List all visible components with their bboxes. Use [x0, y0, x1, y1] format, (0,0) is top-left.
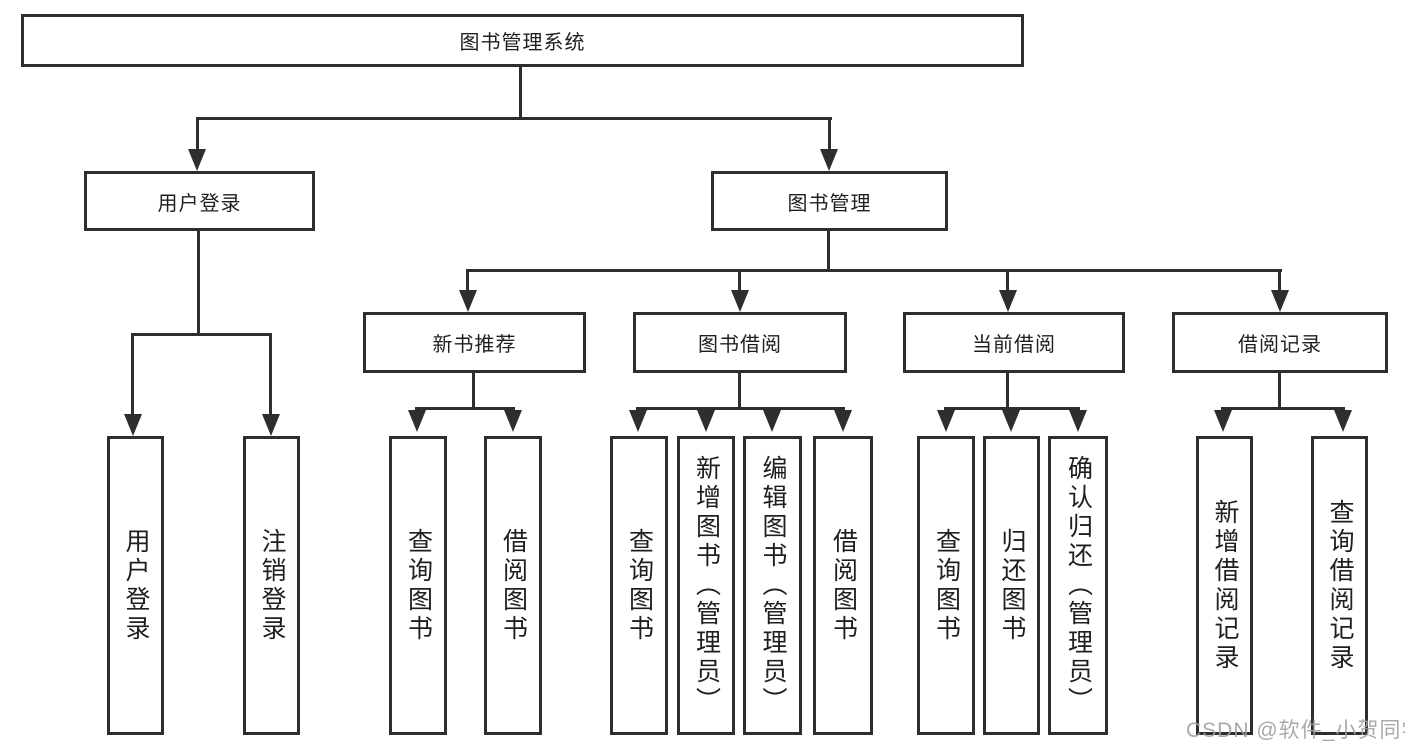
arrow-down-icon — [629, 410, 647, 432]
arrow-down-icon — [1214, 410, 1232, 432]
node-current-borrow-label: 当前借阅 — [972, 334, 1056, 356]
connector-userlogin-hline — [131, 333, 272, 336]
arrow-down-icon — [1334, 410, 1352, 432]
leaf-record-add-label: 新增借阅记录 — [1211, 498, 1239, 673]
leaf-borrow-edit-book-label: 编辑图书（管理员） — [759, 455, 787, 716]
connector-level3-hline — [466, 269, 1282, 272]
connector-recommend-hline — [415, 407, 515, 410]
leaf-record-add: 新增借阅记录 — [1196, 436, 1253, 735]
connector-recommend-arm — [466, 269, 469, 294]
node-borrow-record-label: 借阅记录 — [1238, 334, 1322, 356]
connector-current-hline — [944, 407, 1080, 410]
leaf-borrow-edit-book: 编辑图书（管理员） — [743, 436, 802, 735]
connector-borrow-vline — [738, 373, 741, 410]
arrow-down-icon — [188, 149, 206, 171]
arrow-down-icon — [1002, 410, 1020, 432]
leaf-recommend-query-book: 查询图书 — [389, 436, 447, 735]
node-user-login: 用户登录 — [84, 171, 315, 231]
connector-current-arm — [1006, 269, 1009, 294]
node-book-manage-label: 图书管理 — [787, 192, 872, 215]
arrow-down-icon — [408, 410, 426, 432]
arrow-down-icon — [459, 290, 477, 312]
arrow-down-icon — [1271, 290, 1289, 312]
connector-userlogin-arm — [196, 117, 199, 152]
connector-root-vline — [519, 67, 522, 120]
leaf-user-login-label: 用户登录 — [122, 527, 150, 644]
node-borrow-record: 借阅记录 — [1172, 312, 1388, 373]
leaf-user-login: 用户登录 — [107, 436, 164, 735]
node-new-book-recommend: 新书推荐 — [363, 312, 586, 373]
leaf-record-query: 查询借阅记录 — [1311, 436, 1368, 735]
arrow-down-icon — [1069, 410, 1087, 432]
leaf-borrow-add-book: 新增图书（管理员） — [677, 436, 735, 735]
connector-bookmanage-arm — [828, 117, 831, 152]
leaf-recommend-query-book-label: 查询图书 — [404, 527, 433, 644]
node-new-book-recommend-label: 新书推荐 — [432, 334, 517, 356]
arrow-down-icon — [504, 410, 522, 432]
leaf-logout: 注销登录 — [243, 436, 300, 735]
arrow-down-icon — [697, 410, 715, 432]
node-root: 图书管理系统 — [21, 14, 1024, 67]
leaf-borrow-borrow-book: 借阅图书 — [813, 436, 873, 735]
leaf-current-return-book: 归还图书 — [983, 436, 1040, 735]
node-root-label: 图书管理系统 — [459, 32, 586, 54]
connector-borrow-arm — [738, 269, 741, 294]
arrow-down-icon — [834, 410, 852, 432]
leaf-current-confirm-return-label: 确认归还（管理员） — [1064, 455, 1093, 716]
arrow-down-icon — [820, 149, 838, 171]
leaf-borrow-query-book-label: 查询图书 — [625, 527, 654, 644]
leaf-logout-label: 注销登录 — [258, 527, 286, 644]
leaf-record-query-label: 查询借阅记录 — [1326, 498, 1354, 673]
leaf-borrow-add-book-label: 新增图书（管理员） — [692, 455, 721, 716]
connector-level2-hline — [196, 117, 832, 120]
arrow-down-icon — [124, 414, 142, 436]
connector-current-vline — [1006, 373, 1009, 410]
connector-record-hline — [1221, 407, 1345, 410]
node-book-manage: 图书管理 — [711, 171, 948, 231]
connector-logout-arm — [269, 333, 272, 415]
arrow-down-icon — [763, 410, 781, 432]
leaf-current-return-book-label: 归还图书 — [998, 527, 1026, 644]
node-book-borrow-label: 图书借阅 — [698, 334, 782, 356]
node-user-login-label: 用户登录 — [157, 192, 242, 215]
leaf-current-query-book-label: 查询图书 — [932, 527, 961, 644]
watermark: CSDN @软件_小贺同学 — [1186, 719, 1405, 742]
arrow-down-icon — [999, 290, 1017, 312]
arrow-down-icon — [262, 414, 280, 436]
arrow-down-icon — [731, 290, 749, 312]
connector-record-vline — [1278, 373, 1281, 410]
leaf-current-query-book: 查询图书 — [917, 436, 975, 735]
node-current-borrow: 当前借阅 — [903, 312, 1125, 373]
arrow-down-icon — [937, 410, 955, 432]
connector-record-arm — [1278, 269, 1281, 294]
leaf-borrow-borrow-book-label: 借阅图书 — [829, 527, 858, 644]
connector-userlogin-vline — [197, 231, 200, 336]
leaf-recommend-borrow-book: 借阅图书 — [484, 436, 542, 735]
node-book-borrow: 图书借阅 — [633, 312, 847, 373]
connector-borrow-hline — [636, 407, 845, 410]
leaf-borrow-query-book: 查询图书 — [610, 436, 668, 735]
leaf-current-confirm-return: 确认归还（管理员） — [1048, 436, 1108, 735]
leaf-recommend-borrow-book-label: 借阅图书 — [499, 527, 528, 644]
connector-login-arm — [131, 333, 134, 415]
connector-bookmanage-vline — [827, 231, 830, 272]
connector-recommend-vline — [472, 373, 475, 410]
